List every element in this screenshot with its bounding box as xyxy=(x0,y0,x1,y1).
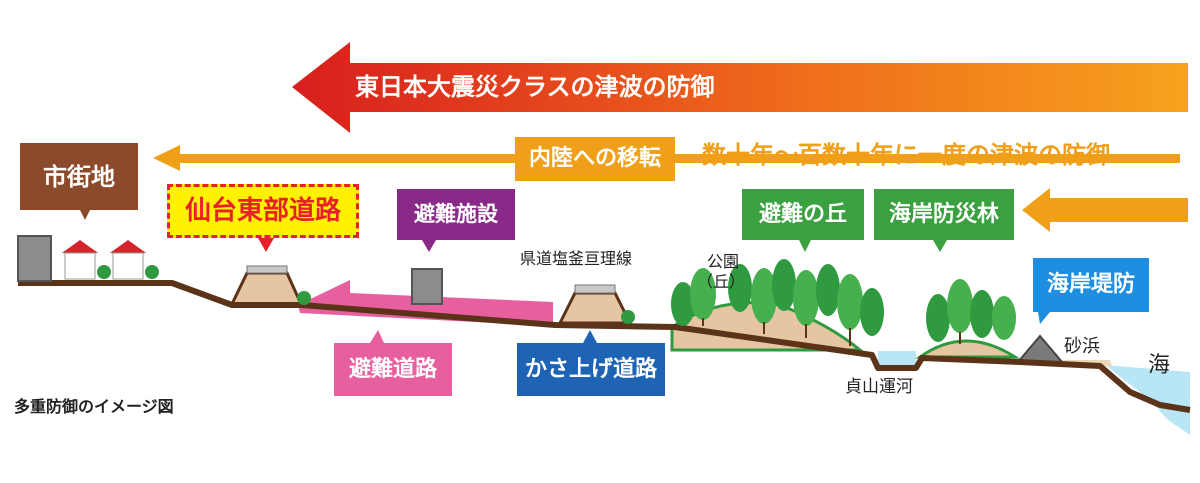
big-tsunami-arrow xyxy=(292,42,1188,133)
sendai-road-surface xyxy=(246,265,288,274)
raised-road-label: かさ上げ道路 xyxy=(517,343,665,396)
prefectural-road-text: 県道塩釜亘理線 xyxy=(520,249,633,268)
caption-text: 多重防御のイメージ図 xyxy=(14,397,174,416)
evacuation-hill-label: 避難の丘 xyxy=(742,189,864,240)
seawall-label: 海岸堤防 xyxy=(1033,258,1149,312)
sand-beach-text: 砂浜 xyxy=(1064,336,1100,357)
raised-road-pointer xyxy=(583,330,597,343)
city-pointer xyxy=(80,210,90,220)
seawall-pointer xyxy=(1038,312,1050,324)
house-icon xyxy=(62,240,98,280)
tree-icon xyxy=(926,279,1016,342)
evac-road-pointer xyxy=(370,330,384,343)
sendai-road-embankment xyxy=(229,271,304,306)
inland-relocation-box: 内陸への移転 xyxy=(515,137,675,181)
sendai-road-pointer xyxy=(258,238,274,252)
sea-text: 海 xyxy=(1148,353,1171,378)
city-building-icon xyxy=(17,235,52,282)
sea-water xyxy=(1105,365,1190,435)
evacuation-building-icon xyxy=(411,268,443,305)
seawall-block-icon xyxy=(1015,334,1065,363)
big-arrow-label: 東日本大震災クラスの津波の防御 xyxy=(355,73,715,101)
coastal-forest-pointer xyxy=(933,240,947,252)
city-label: 市街地 xyxy=(20,143,138,210)
evac-hill-pointer xyxy=(799,240,811,252)
coastal-arrow xyxy=(1022,188,1188,232)
evacuation-road-label: 避難道路 xyxy=(334,343,452,396)
canal-text: 貞山運河 xyxy=(845,377,913,397)
tree-icon xyxy=(671,259,884,336)
evacuation-hill-mound xyxy=(915,339,1021,359)
sendai-road-label: 仙台東部道路 xyxy=(167,184,359,238)
park-text-line2: （丘） xyxy=(697,272,746,291)
evacuation-facility-label: 避難施設 xyxy=(397,189,515,240)
raised-road-embankment xyxy=(557,291,633,325)
evac-facility-pointer xyxy=(422,240,436,252)
decadal-tsunami-text: 数十年～百数十年に一度の津波の防御 xyxy=(702,141,1110,169)
tree-icon xyxy=(97,265,635,324)
canal-water xyxy=(878,351,916,368)
raised-road-surface xyxy=(574,284,616,294)
coastal-forest-label: 海岸防災林 xyxy=(874,189,1014,240)
tree-trunks xyxy=(702,318,961,346)
house-icon xyxy=(110,240,146,280)
park-text-line1: 公園 xyxy=(707,252,740,271)
ground-profile xyxy=(18,280,1191,413)
